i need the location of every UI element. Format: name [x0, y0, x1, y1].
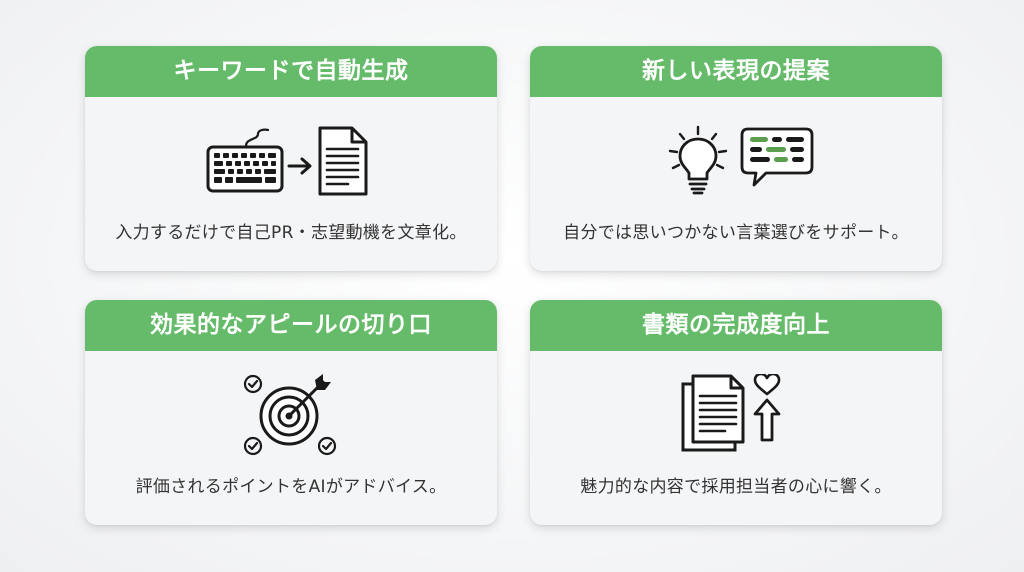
target-illustration [243, 374, 337, 456]
card-title: 新しい表現の提案 [530, 46, 942, 97]
card-title: キーワードで自動生成 [85, 46, 497, 97]
chat-bubble-icon [740, 127, 814, 187]
card-description: 入力するだけで自己PR・志望動機を文章化。 [115, 223, 467, 243]
card-illustration [85, 122, 497, 200]
card-illustration [530, 374, 942, 454]
checkmark-icon [243, 374, 337, 456]
idea-chat-illustration [668, 125, 814, 195]
documents-icon [681, 374, 745, 452]
keyboard-icon [206, 128, 284, 193]
heart-icon [753, 374, 781, 396]
documents-heart-illustration [681, 374, 781, 452]
card-description: 自分では思いつかない言葉選びをサポート。 [563, 223, 909, 243]
card-illustration [530, 122, 942, 200]
arrow-up-icon [753, 398, 781, 442]
card-title: 書類の完成度向上 [530, 300, 942, 351]
lightbulb-icon [668, 125, 728, 195]
feature-card-expression: 新しい表現の提案 [530, 46, 942, 271]
feature-card-appeal: 効果的なアピールの切り口 [85, 300, 497, 525]
feature-card-auto-generate: キーワードで自動生成 [85, 46, 497, 271]
arrow-right-icon [287, 157, 312, 175]
feature-card-quality: 書類の完成度向上 [530, 300, 942, 525]
card-description: 評価されるポイントをAIがアドバイス。 [135, 477, 447, 497]
card-description: 魅力的な内容で採用担当者の心に響く。 [580, 477, 892, 497]
target-icon [259, 374, 331, 446]
keyboard-to-document-illustration [206, 126, 368, 196]
card-title: 効果的なアピールの切り口 [85, 300, 497, 351]
card-illustration [85, 374, 497, 456]
document-icon [318, 126, 368, 196]
